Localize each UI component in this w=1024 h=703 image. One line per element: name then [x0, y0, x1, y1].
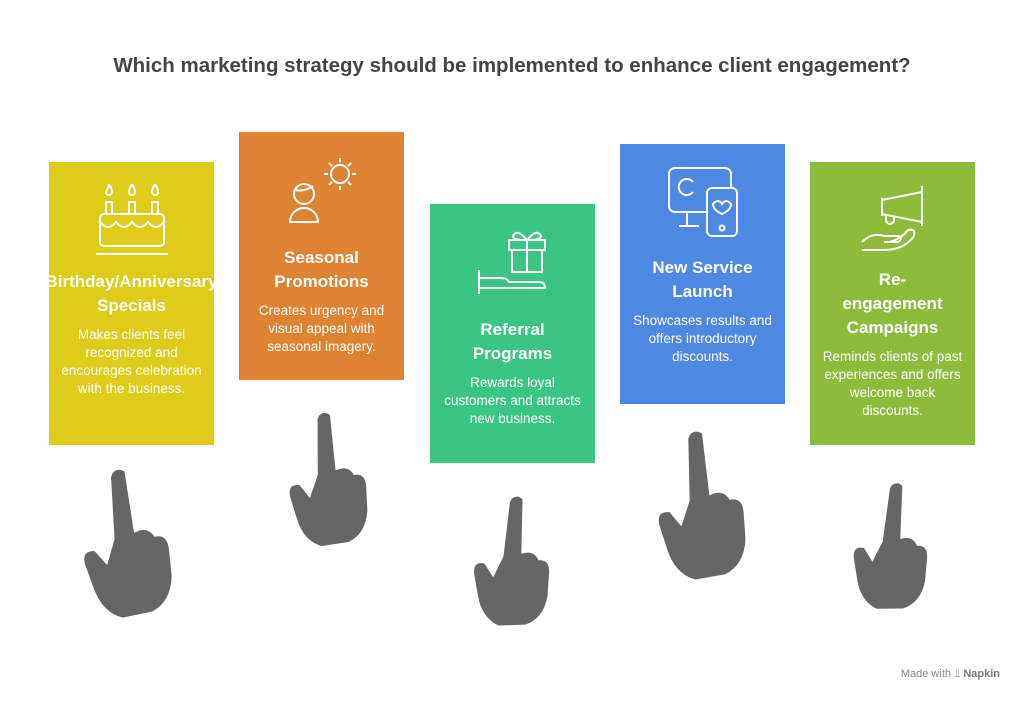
pointing-hand-icon	[652, 430, 749, 582]
megaphone-hand-icon	[860, 186, 923, 251]
card-birthday-specials: Birthday/Anniversary Specials Makes clie…	[49, 162, 214, 445]
card-description: Rewards loyal customers and attracts new…	[444, 375, 581, 426]
devices-icon	[667, 167, 738, 237]
page-title: Which marketing strategy should be imple…	[113, 54, 911, 77]
pointing-hand-icon	[470, 494, 555, 629]
card-description: Showcases results and offers introductor…	[633, 313, 772, 364]
gift-hand-icon	[477, 231, 546, 294]
birthday-cake-icon	[95, 184, 168, 255]
card-description: Makes clients feel recognized and encour…	[61, 327, 202, 396]
footer-credit: Made with ⫫ Napkin	[900, 668, 1000, 680]
card-description: Creates urgency and visual appeal with s…	[258, 303, 385, 354]
person-sun-icon	[288, 158, 356, 223]
pointing-hand-icon	[849, 480, 934, 613]
pointing-hand-icon	[285, 411, 370, 548]
napkin-logo-icon: ⫫	[954, 668, 961, 680]
card-heading: Birthday/Anniversary Specials	[49, 272, 214, 315]
card-description: Reminds clients of past experiences and …	[822, 349, 963, 418]
pointing-hand-icon	[75, 468, 175, 620]
